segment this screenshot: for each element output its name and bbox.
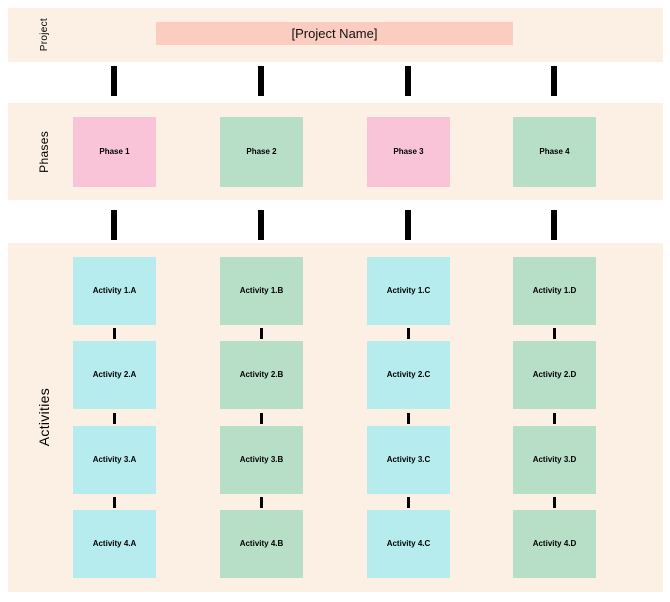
activity-node-label: Activity 3.B [239,454,284,464]
activity-node-label: Activity 4.B [239,538,284,548]
connector-tick [553,328,556,339]
activity-node-label: Activity 4.C [386,538,431,548]
project-band: Project [Project Name] [8,8,663,62]
activity-node-label: Activity 2.D [532,369,577,379]
activity-node[interactable]: Activity 4.C [367,510,450,578]
connector-tick [258,66,264,96]
connector-tick [258,210,264,240]
activity-node[interactable]: Activity 2.A [73,341,156,409]
connector-tick [407,328,410,339]
connector-tick [551,210,557,240]
activity-node[interactable]: Activity 4.A [73,510,156,578]
connector-tick [553,497,556,508]
connector-tick [405,210,411,240]
project-band-label: Project [38,18,50,52]
activity-node[interactable]: Activity 4.D [513,510,596,578]
activity-node[interactable]: Activity 1.D [513,257,596,325]
activity-node[interactable]: Activity 1.C [367,257,450,325]
activity-node[interactable]: Activity 1.B [220,257,303,325]
connector-tick [405,66,411,96]
activity-node[interactable]: Activity 2.C [367,341,450,409]
phase-node-3[interactable]: Phase 3 [367,117,450,187]
activity-node-label: Activity 3.A [92,454,137,464]
connector-tick [553,413,556,424]
project-name-node[interactable]: [Project Name] [156,22,513,45]
phases-band: Phases Phase 1 Phase 2 Phase 3 Phase 4 [8,103,663,200]
connector-tick [113,497,116,508]
activity-node-label: Activity 4.D [532,538,577,548]
activity-node[interactable]: Activity 2.B [220,341,303,409]
connector-tick [551,66,557,96]
phase-node-label: Phase 4 [539,146,570,156]
connector-tick [111,66,117,96]
phases-band-label: Phases [37,130,51,173]
activities-band: Activities Activity 1.A Activity 1.B Act… [8,243,663,592]
activity-node-label: Activity 3.C [386,454,431,464]
activity-node[interactable]: Activity 3.A [73,426,156,494]
activities-band-label: Activities [36,388,52,447]
activity-node-label: Activity 1.D [532,285,577,295]
activity-node-label: Activity 3.D [532,454,577,464]
project-name-label: [Project Name] [291,26,378,41]
activity-node[interactable]: Activity 3.B [220,426,303,494]
activity-node[interactable]: Activity 1.A [73,257,156,325]
connector-tick [407,497,410,508]
phase-node-4[interactable]: Phase 4 [513,117,596,187]
phase-node-label: Phase 3 [393,146,424,156]
activity-node-label: Activity 1.A [92,285,137,295]
connector-tick [260,413,263,424]
connector-tick [260,497,263,508]
activity-node-label: Activity 4.A [92,538,137,548]
activity-node[interactable]: Activity 4.B [220,510,303,578]
activity-node[interactable]: Activity 3.D [513,426,596,494]
connector-tick [260,328,263,339]
activity-node[interactable]: Activity 2.D [513,341,596,409]
phase-node-label: Phase 2 [246,146,277,156]
connector-tick [113,413,116,424]
phase-node-1[interactable]: Phase 1 [73,117,156,187]
activity-node-label: Activity 1.C [386,285,431,295]
phase-node-2[interactable]: Phase 2 [220,117,303,187]
activity-node-label: Activity 2.A [92,369,137,379]
connector-tick [113,328,116,339]
activity-node-label: Activity 2.C [386,369,431,379]
connector-tick [111,210,117,240]
connector-tick [407,413,410,424]
activity-node-label: Activity 2.B [239,369,284,379]
phase-node-label: Phase 1 [99,146,130,156]
activity-node[interactable]: Activity 3.C [367,426,450,494]
activity-node-label: Activity 1.B [239,285,284,295]
